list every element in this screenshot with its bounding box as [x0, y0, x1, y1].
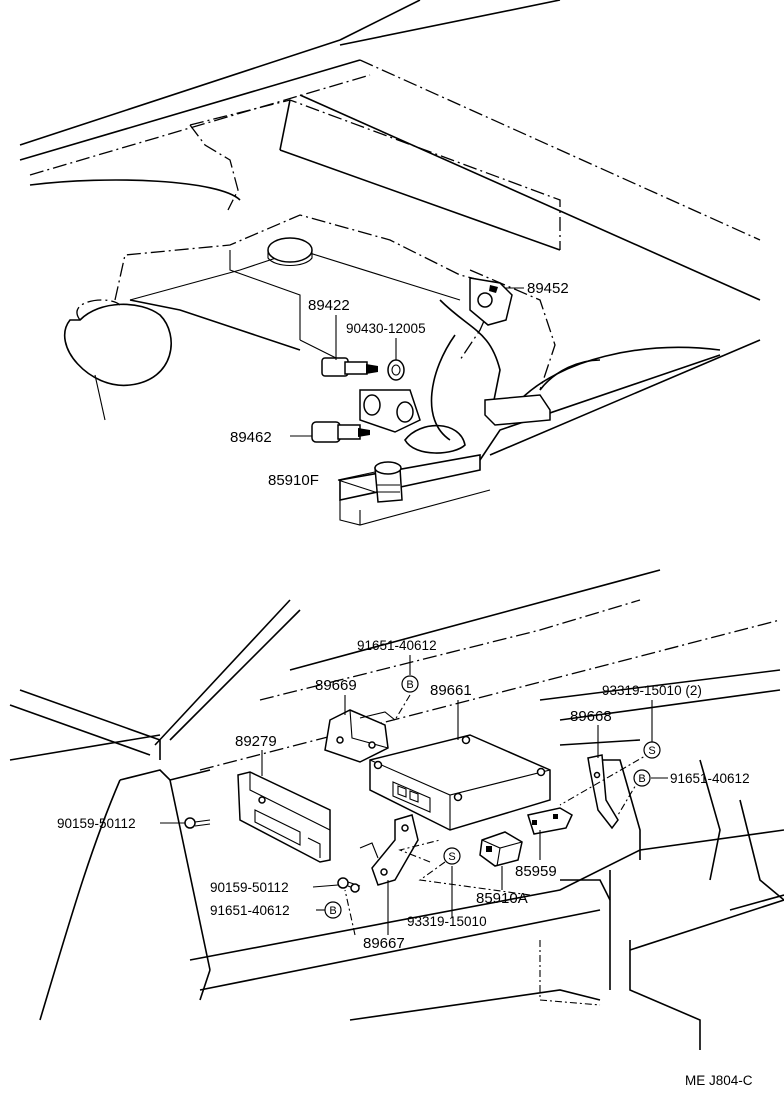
gasket-ring [387, 359, 405, 381]
bolt-mid [337, 877, 361, 893]
marker-s-top: S [643, 741, 661, 759]
temp-sender [311, 421, 370, 443]
bracket-89279 [237, 771, 331, 863]
bracket-89668 [587, 754, 619, 830]
label-89669: 89669 [315, 677, 357, 694]
marker-b-top: B [401, 675, 419, 693]
bracket-89667 [359, 814, 419, 886]
label-89279: 89279 [235, 733, 277, 750]
relay-85910f [374, 461, 403, 503]
figure-code: ME J804-C [685, 1073, 753, 1088]
ecu-89661 [369, 734, 551, 831]
label-85959: 85959 [515, 863, 557, 880]
label-93319-15010-2: 93319-15010 (2) [602, 683, 702, 698]
label-90159-50112-left: 90159-50112 [57, 816, 136, 831]
svg-text:B: B [329, 905, 336, 917]
label-89661: 89661 [430, 682, 472, 699]
label-91651-40612-mid: 91651-40612 [210, 903, 290, 918]
label-93319-15010: 93319-15010 [407, 914, 487, 929]
label-85910f: 85910F [268, 472, 319, 489]
engine-bay-drawing [19, 0, 761, 526]
thermostat-housing [359, 389, 421, 433]
label-90159-50112-mid: 90159-50112 [210, 880, 289, 895]
bolt-left [184, 817, 211, 829]
cabin-drawing [9, 569, 784, 1050]
label-91651-40612-top: 91651-40612 [357, 638, 437, 653]
svg-text:B: B [406, 679, 413, 691]
svg-text:B: B [638, 773, 645, 785]
label-89667: 89667 [363, 935, 405, 952]
bracket-89669 [324, 709, 396, 763]
label-91651-40612-right: 91651-40612 [670, 771, 750, 786]
label-89462: 89462 [230, 429, 272, 446]
relay-85910a [479, 831, 523, 867]
label-89668: 89668 [570, 708, 612, 725]
leader-90159-mid [312, 884, 339, 888]
label-89422: 89422 [308, 297, 350, 314]
connector-85959 [527, 807, 573, 835]
label-89452: 89452 [527, 280, 569, 297]
leader-85910f [337, 471, 376, 493]
throttle-position-sensor [469, 277, 513, 326]
svg-text:S: S [448, 851, 455, 863]
marker-b-right: B [633, 769, 651, 787]
svg-text:S: S [648, 745, 655, 757]
marker-s-bottom: S [443, 847, 461, 865]
label-85910a: 85910A [476, 890, 528, 907]
marker-b-mid: B [324, 901, 342, 919]
water-temp-sensor [321, 357, 378, 377]
label-90430-12005: 90430-12005 [346, 321, 426, 336]
